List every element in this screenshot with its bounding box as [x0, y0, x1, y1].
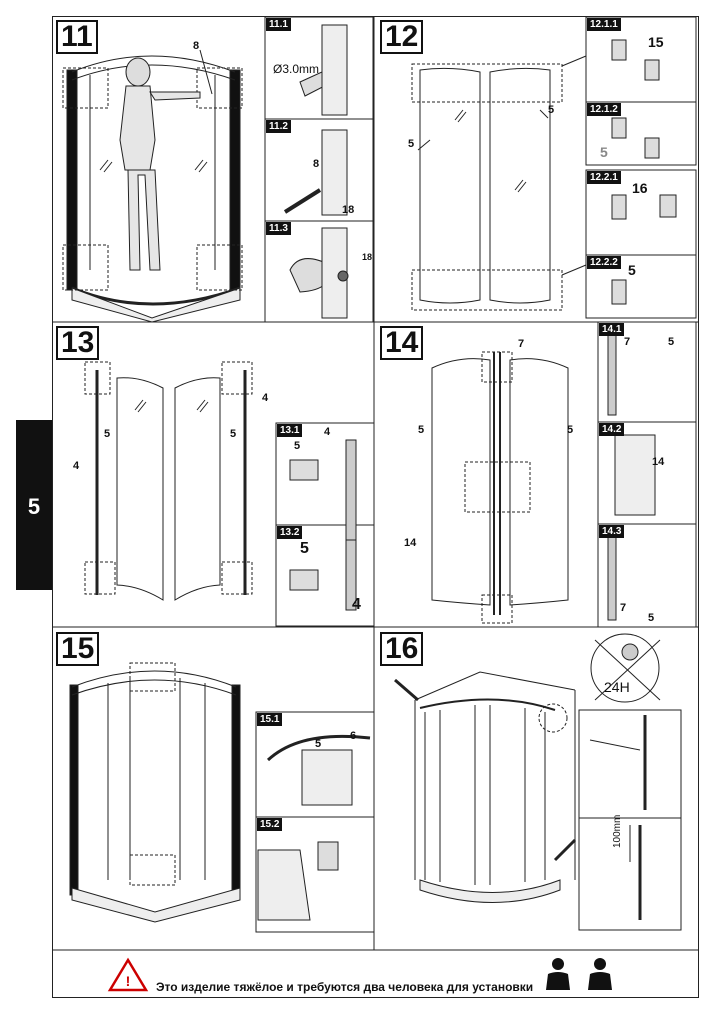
- part-label-14b: 14: [652, 456, 665, 468]
- wait-24h-label: 24H: [604, 679, 630, 695]
- part-label-5d: 5: [628, 262, 636, 278]
- step-12-number: 12: [380, 20, 424, 54]
- substep-14-3: 14.3: [599, 525, 625, 538]
- part-label-7b: 7: [624, 336, 631, 348]
- substep-12-1-1: 12.1.1: [587, 18, 621, 31]
- part-label-5b: 5: [230, 428, 237, 440]
- part-label-4b: 4: [262, 392, 269, 404]
- part-label-18: 18: [342, 204, 355, 216]
- step-11-number: 11: [56, 20, 98, 54]
- substep-15-2: 15.2: [257, 818, 283, 831]
- warning-text: Это изделие тяжёлое и требуются два чело…: [156, 980, 534, 994]
- part-label-15: 15: [648, 34, 664, 50]
- substep-13-1: 13.1: [277, 424, 303, 437]
- page-number: 5: [27, 494, 41, 519]
- page-tab: 5: [16, 420, 52, 590]
- step-13-number: 13: [56, 326, 100, 360]
- part-label-4d: 4: [352, 596, 361, 613]
- part-label-14: 14: [404, 537, 417, 549]
- substep-12-2-1: 12.2.1: [587, 171, 621, 184]
- part-label-5: 5: [315, 738, 322, 750]
- substep-12-1-2: 12.1.2: [587, 103, 621, 116]
- step-14-number: 14: [380, 326, 424, 360]
- drill-size: Ø3.0mm: [273, 62, 320, 76]
- substep-11-1: 11.1: [266, 18, 291, 31]
- part-label-5c: 5: [294, 440, 301, 452]
- substep-14-2: 14.2: [599, 423, 625, 436]
- part-label-18b: 18: [362, 252, 373, 262]
- svg-text:!: !: [126, 973, 131, 989]
- part-label-7: 7: [518, 338, 525, 350]
- step-15-number: 15: [56, 632, 100, 666]
- part-label-5c: 5: [600, 144, 608, 160]
- part-label-5b: 5: [548, 104, 555, 116]
- part-label-7c: 7: [620, 602, 627, 614]
- part-label-4a: 4: [73, 460, 80, 472]
- part-label-16: 16: [632, 180, 648, 196]
- part-label-5b: 5: [567, 424, 574, 436]
- distance-100mm: 100mm: [612, 814, 623, 848]
- part-label-5a: 5: [104, 428, 111, 440]
- part-label-8b: 8: [313, 158, 320, 170]
- part-label-5a: 5: [408, 138, 415, 150]
- substep-11-2: 11.2: [266, 120, 291, 133]
- warning-icon: [110, 960, 146, 990]
- two-people-icon: [544, 956, 614, 992]
- part-label-6: 6: [350, 730, 357, 742]
- part-label-5d: 5: [300, 540, 309, 557]
- page-frame: [52, 16, 699, 998]
- substep-15-1: 15.1: [257, 713, 283, 726]
- part-label-5a: 5: [418, 424, 425, 436]
- substep-14-1: 14.1: [599, 323, 625, 336]
- part-label-5c: 5: [668, 336, 675, 348]
- substep-13-2: 13.2: [277, 526, 303, 539]
- part-label-8: 8: [193, 40, 200, 52]
- part-label-4c: 4: [324, 426, 331, 438]
- part-label-5d: 5: [648, 612, 655, 624]
- substep-12-2-2: 12.2.2: [587, 256, 621, 269]
- substep-11-3: 11.3: [266, 222, 291, 235]
- step-16-number: 16: [380, 632, 424, 666]
